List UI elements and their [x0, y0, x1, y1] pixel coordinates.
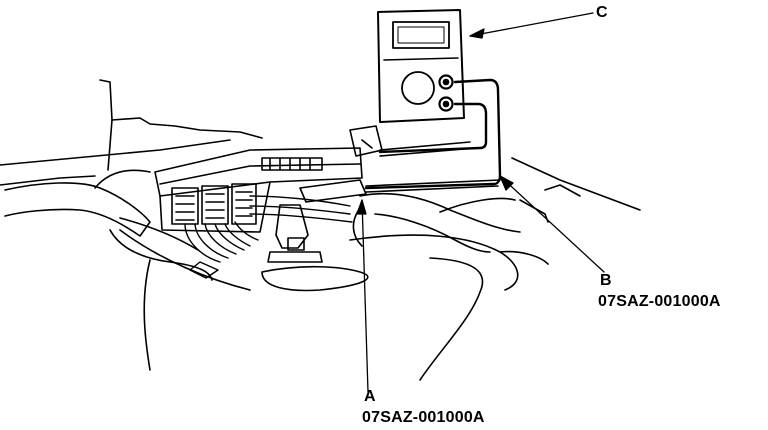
connector-housing [155, 148, 362, 262]
callout-c-letter: C [596, 4, 608, 21]
probe-a [300, 180, 500, 202]
left-hand [5, 170, 212, 280]
test-leads [366, 80, 500, 188]
right-hand [353, 194, 520, 252]
leader-lines [357, 13, 604, 392]
body-panels [0, 80, 640, 380]
callout-b-part-number: 07SAZ-001000A [598, 293, 721, 310]
callout-b-letter: B [600, 272, 612, 289]
callout-a-letter: A [364, 388, 376, 405]
wire-harness [185, 196, 352, 278]
callout-a-part-number: 07SAZ-001000A [362, 409, 485, 426]
multimeter [378, 10, 464, 122]
